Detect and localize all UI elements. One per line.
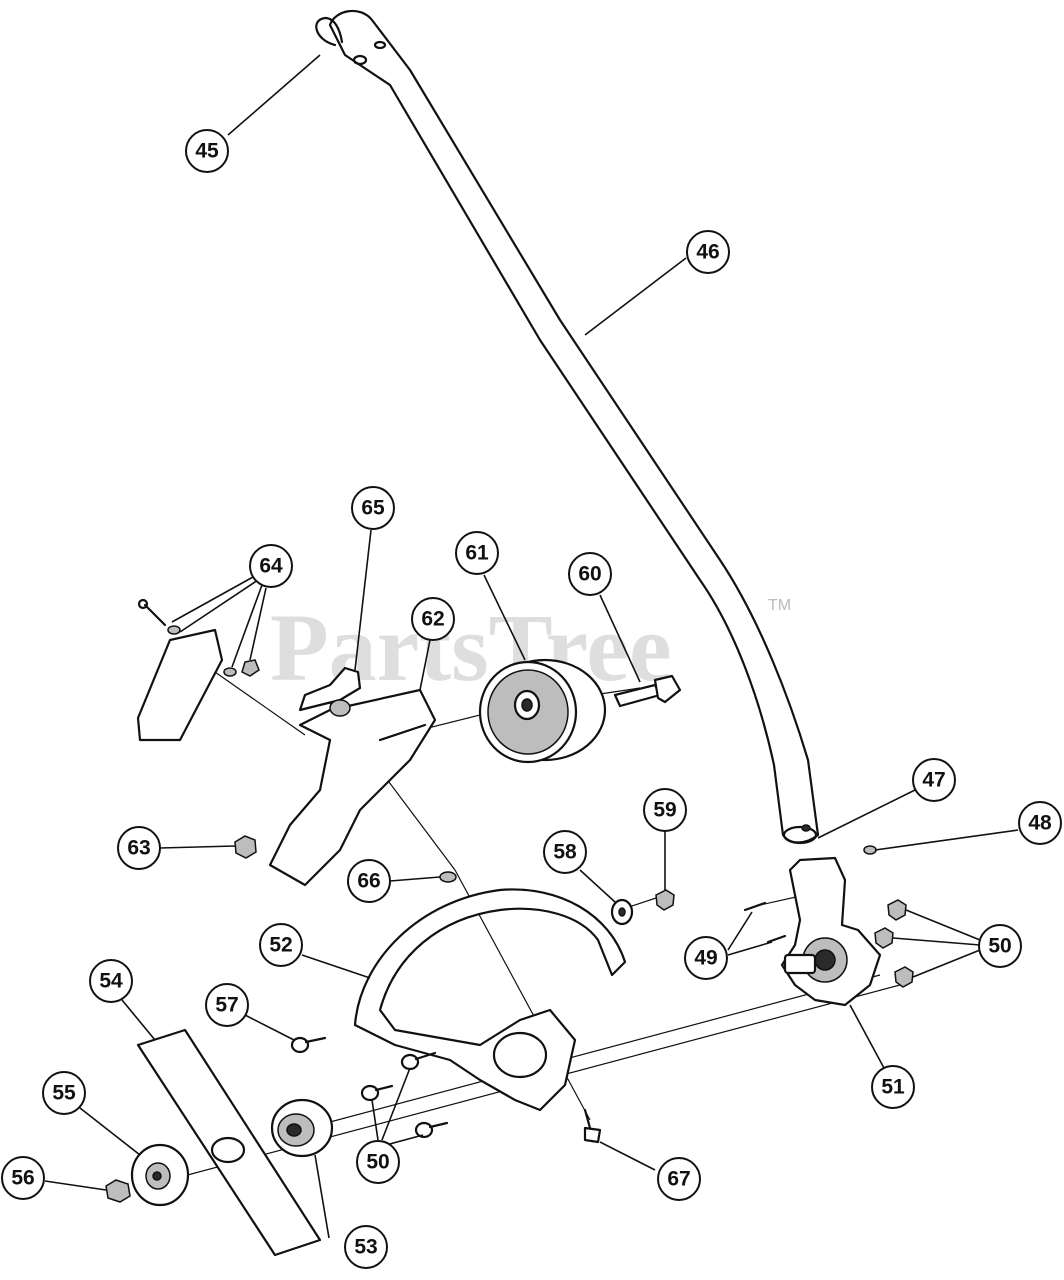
washer-66 bbox=[439, 871, 457, 883]
screw-67 bbox=[583, 1126, 602, 1144]
gearbox-housing bbox=[780, 856, 882, 1007]
svg-text:52: 52 bbox=[269, 934, 292, 957]
screw-57 bbox=[290, 1036, 310, 1054]
svg-text:61: 61 bbox=[465, 542, 489, 565]
callout-58: 58 bbox=[543, 830, 587, 874]
svg-text:50: 50 bbox=[366, 1151, 389, 1174]
svg-text:46: 46 bbox=[696, 241, 719, 264]
svg-text:49: 49 bbox=[694, 947, 717, 970]
svg-text:51: 51 bbox=[881, 1076, 905, 1099]
svg-text:65: 65 bbox=[361, 497, 385, 520]
svg-text:50: 50 bbox=[988, 935, 1011, 958]
adjust-knob bbox=[298, 666, 362, 717]
callout-67: 67 bbox=[657, 1157, 701, 1201]
callout-57: 57 bbox=[205, 983, 249, 1027]
svg-text:62: 62 bbox=[421, 608, 444, 631]
callout-59: 59 bbox=[643, 788, 687, 832]
callout-50-gearbox: 50 bbox=[978, 924, 1022, 968]
svg-text:48: 48 bbox=[1028, 812, 1052, 835]
blade-washer bbox=[130, 1143, 190, 1207]
callout-53: 53 bbox=[344, 1225, 388, 1269]
callout-54: 54 bbox=[89, 959, 133, 1003]
callout-56: 56 bbox=[1, 1156, 45, 1200]
callout-47: 47 bbox=[912, 758, 956, 802]
callout-60: 60 bbox=[568, 552, 612, 596]
callout-61: 61 bbox=[455, 531, 499, 575]
svg-text:67: 67 bbox=[667, 1168, 690, 1191]
svg-text:55: 55 bbox=[52, 1082, 76, 1105]
callout-51: 51 bbox=[871, 1065, 915, 1109]
blade-adapter bbox=[270, 1098, 334, 1158]
svg-text:63: 63 bbox=[127, 837, 150, 860]
svg-text:58: 58 bbox=[553, 841, 577, 864]
edger-guard bbox=[353, 888, 627, 1112]
svg-text:66: 66 bbox=[357, 870, 380, 893]
callout-48: 48 bbox=[1018, 801, 1062, 845]
svg-text:53: 53 bbox=[354, 1236, 377, 1259]
callout-63: 63 bbox=[117, 826, 161, 870]
svg-text:60: 60 bbox=[578, 563, 601, 586]
shaft-tube bbox=[315, 9, 820, 845]
callout-55: 55 bbox=[42, 1071, 86, 1115]
callout-49: 49 bbox=[684, 936, 728, 980]
guard-plate bbox=[136, 598, 260, 742]
hardware-parts bbox=[234, 835, 914, 1144]
callout-65: 65 bbox=[351, 486, 395, 530]
svg-text:47: 47 bbox=[922, 769, 945, 792]
edger-blade bbox=[136, 1028, 322, 1257]
watermark-tm: TM bbox=[768, 597, 791, 614]
callout-45: 45 bbox=[185, 129, 229, 173]
edger-wheel bbox=[478, 658, 607, 764]
callout-62: 62 bbox=[411, 597, 455, 641]
callout-50-guard: 50 bbox=[356, 1140, 400, 1184]
svg-text:59: 59 bbox=[653, 799, 676, 822]
nut-59 bbox=[655, 889, 675, 911]
callout-66: 66 bbox=[347, 859, 391, 903]
leader-lines bbox=[44, 54, 1019, 1239]
callout-46: 46 bbox=[686, 230, 730, 274]
blade-nut bbox=[105, 1179, 131, 1203]
svg-text:56: 56 bbox=[11, 1167, 34, 1190]
svg-text:45: 45 bbox=[195, 140, 219, 163]
svg-text:57: 57 bbox=[215, 994, 238, 1017]
hex-nut-63 bbox=[234, 835, 257, 859]
svg-text:54: 54 bbox=[99, 970, 123, 993]
callout-52: 52 bbox=[259, 923, 303, 967]
callout-64: 64 bbox=[249, 544, 293, 588]
svg-text:64: 64 bbox=[259, 555, 283, 578]
wheel-bolt bbox=[613, 674, 682, 708]
wheel-bracket bbox=[268, 688, 437, 887]
